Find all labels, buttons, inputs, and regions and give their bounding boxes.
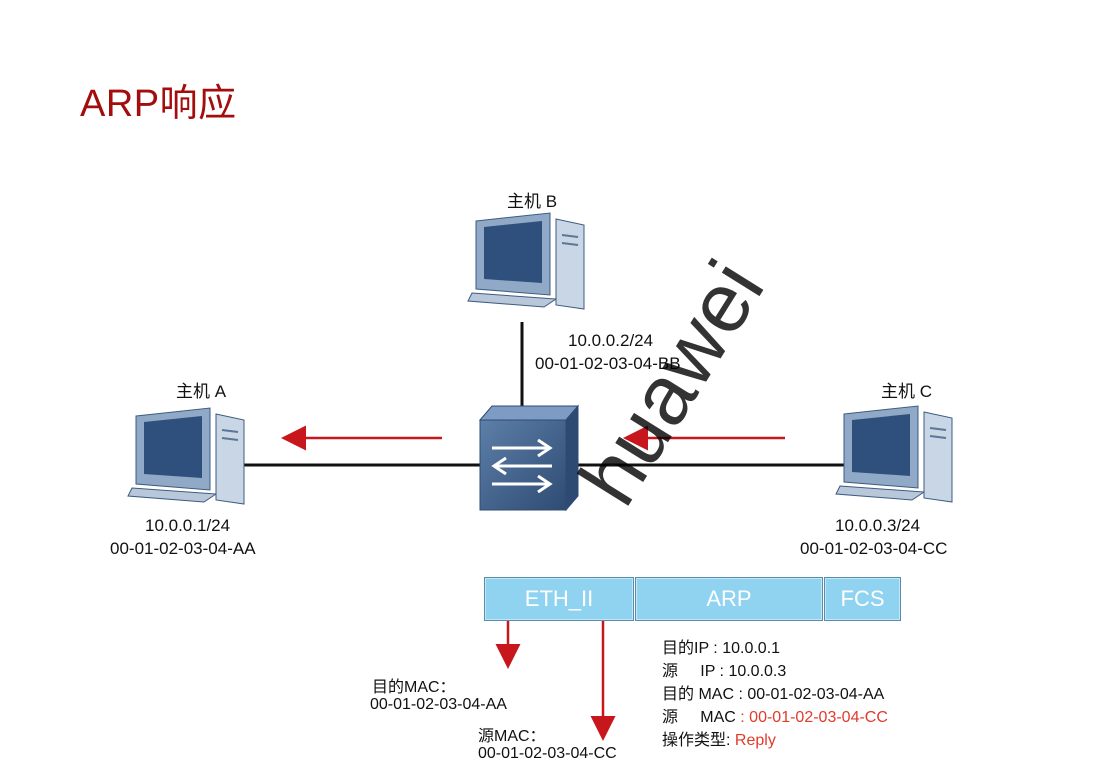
arp-op-label: 操作类型 [662, 732, 727, 749]
arp-dst-mac-label: 目的 MAC [662, 686, 735, 703]
arp-dst-mac-value: 00-01-02-03-04-AA [747, 686, 885, 703]
arp-colon: : [713, 640, 718, 657]
arp-src-ip-row: 源 IP : 10.0.0.3 [662, 660, 888, 683]
arp-op-value: Reply [734, 732, 776, 749]
computer-a-icon [127, 407, 245, 505]
host-a-ip: 10.0.0.1/24 [145, 516, 231, 535]
arp-src-mac-label: 源 [662, 709, 679, 726]
frame-field-arp: ARP [635, 577, 823, 621]
host-a-mac: 00-01-02-03-04-AA [110, 539, 256, 558]
src-mac-label: 源MAC： [478, 728, 546, 745]
host-c-ip: 10.0.0.3/24 [835, 516, 921, 535]
frame-field-fcs: FCS [824, 577, 901, 621]
arp-src-ip-tag: IP [700, 663, 716, 680]
host-c-mac: 00-01-02-03-04-CC [800, 539, 948, 558]
arp-colon: : [719, 663, 724, 680]
dst-mac-label: 目的MAC： [372, 679, 456, 696]
arp-colon: : [738, 686, 743, 703]
host-c-name: 主机 C [881, 382, 932, 401]
arp-detail: 目的IP : 10.0.0.1 源 IP : 10.0.0.3 目的 MAC :… [662, 637, 888, 752]
switch-icon [478, 404, 580, 512]
frame-field-eth: ETH_II [484, 577, 634, 621]
dst-mac-value: 00-01-02-03-04-AA [370, 696, 507, 713]
arp-src-ip-label: 源 [662, 663, 679, 680]
src-mac-value: 00-01-02-03-04-CC [478, 745, 617, 762]
arp-colon: : [726, 732, 731, 749]
arp-dst-ip-value: 10.0.0.1 [722, 640, 781, 657]
arp-dst-ip-row: 目的IP : 10.0.0.1 [662, 637, 888, 660]
computer-b-icon [467, 212, 585, 310]
arp-colon: : [740, 709, 745, 726]
host-a-name: 主机 A [176, 382, 227, 401]
arp-src-mac-tag: MAC [700, 709, 736, 726]
arp-src-mac-row: 源 MAC : 00-01-02-03-04-CC [662, 706, 888, 729]
host-b-mac: 00-01-02-03-04-BB [535, 354, 681, 373]
arp-dst-ip-label: 目的IP [662, 640, 709, 657]
arp-src-mac-value: 00-01-02-03-04-CC [749, 709, 888, 726]
arp-dst-mac-row: 目的 MAC : 00-01-02-03-04-AA [662, 683, 888, 706]
page-title: ARP响应 [80, 83, 237, 125]
computer-c-icon [835, 405, 953, 503]
host-b-ip: 10.0.0.2/24 [568, 331, 654, 350]
arp-op-row: 操作类型: Reply [662, 729, 888, 752]
host-b-name: 主机 B [507, 192, 558, 211]
arp-src-ip-value: 10.0.0.3 [728, 663, 787, 680]
